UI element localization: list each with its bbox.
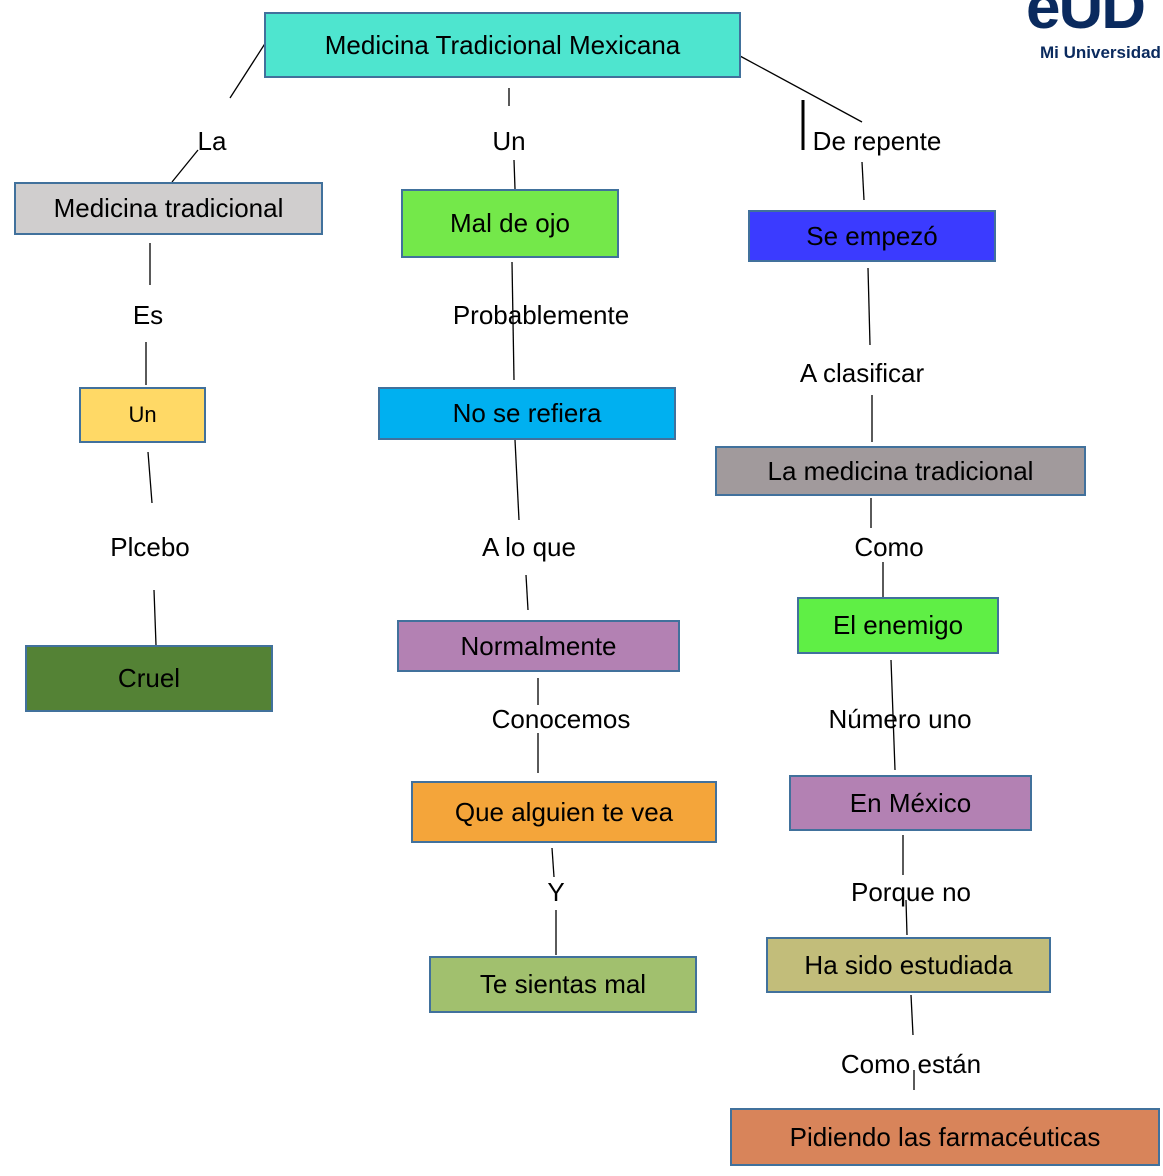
connector-label: Plcebo (110, 532, 190, 562)
connector-line (525, 574, 529, 611)
right-node-en-mexico: En México (789, 775, 1032, 831)
connector-line (551, 847, 555, 878)
connector-label: A lo que (482, 532, 576, 562)
right-node-pidiendo-las-farmaceuticas: Pidiendo las farmacéuticas (730, 1108, 1160, 1166)
connector-label: Porque no (851, 877, 971, 907)
connector-line (171, 149, 199, 183)
connector-line (890, 659, 896, 771)
left-node-cruel: Cruel (25, 645, 273, 712)
connector-line (153, 589, 157, 646)
connector-line (511, 261, 515, 381)
connector-line (861, 161, 865, 201)
middle-node-que-alguien-te-vea: Que alguien te vea (411, 781, 717, 843)
connector-line (739, 55, 863, 123)
right-node-el-enemigo: El enemigo (797, 597, 999, 654)
connector-label: Como (854, 532, 924, 562)
middle-node-no-se-refiera: No se refiera (378, 387, 676, 440)
university-logo: eUD Mi Universidad (1010, 0, 1163, 80)
middle-node-normalmente: Normalmente (397, 620, 680, 672)
connector-label: Conocemos (491, 704, 631, 734)
connector-line (905, 899, 908, 936)
connector-label: La (197, 126, 227, 156)
left-node-medicina-tradicional: Medicina tradicional (14, 182, 323, 235)
right-node-la-medicina-tradicional: La medicina tradicional (715, 446, 1086, 496)
logo-mark: eUD (1026, 0, 1146, 42)
connector-line (147, 451, 153, 504)
connector-label: A clasificar (799, 358, 925, 388)
right-node-ha-sido-estudiada: Ha sido estudiada (766, 937, 1051, 993)
connector-line (229, 41, 267, 99)
connector-line (513, 159, 516, 190)
connector-label: Es (132, 300, 164, 330)
root-node: Medicina Tradicional Mexicana (264, 12, 741, 78)
connector-line (514, 439, 520, 521)
connector-label: Número uno (828, 704, 972, 734)
connector-label: Probablemente (452, 300, 630, 330)
connector-line (910, 994, 914, 1036)
connector-label: Como están (840, 1049, 982, 1079)
connector-label: De repente (812, 126, 942, 156)
middle-node-mal-de-ojo: Mal de ojo (401, 189, 619, 258)
middle-node-te-sientas-mal: Te sientas mal (429, 956, 697, 1013)
logo-subtitle: Mi Universidad (1040, 43, 1161, 62)
connector-label: Y (547, 877, 565, 907)
left-node-un: Un (79, 387, 206, 443)
connector-label: Un (492, 126, 526, 156)
right-node-se-empezo: Se empezó (748, 210, 996, 262)
connector-line (867, 267, 871, 346)
